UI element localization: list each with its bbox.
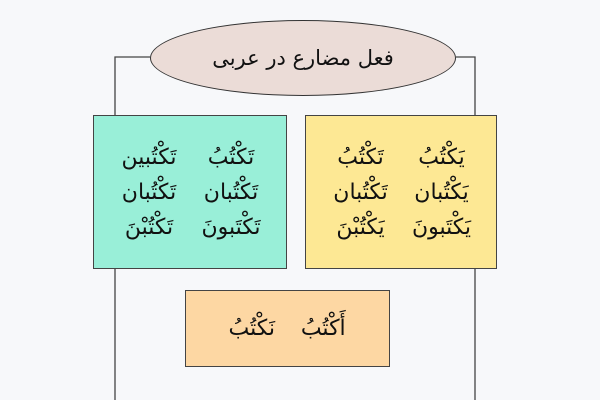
third-person-box: يَكْتُبُ تَكْتُبُ يَكْتُبان تَكْتُبان يَ… (305, 115, 497, 269)
verb-form: تَكْتُبْنَ (124, 214, 174, 240)
verb-form: تَكْتُبان (333, 179, 388, 205)
verb-form: تَكْتُبُ (207, 144, 255, 170)
verb-form: تَكْتُبُ (337, 144, 384, 170)
verb-form: تَكْتُبان (203, 179, 259, 205)
verb-form: نَكْتُبُ (228, 316, 275, 341)
second-person-box: تَكْتُبُ تَكْتُبين تَكْتُبان تَكْتُبان ت… (93, 115, 287, 269)
verb-form: يَكْتُبُ (418, 144, 465, 170)
verb-form: يَكْتُبان (414, 179, 469, 205)
first-person-box: أَكْتُبُ نَكْتُبُ (185, 290, 390, 367)
verb-form: تَكْتَبونَ (201, 214, 261, 240)
verb-form: يَكْتُبْنَ (336, 214, 385, 240)
verb-form: تَكْتُبان (121, 179, 177, 205)
title: فعل مضارع در عربی (212, 46, 394, 70)
verb-form: تَكْتُبين (121, 144, 177, 170)
verb-form: يَكْتَبونَ (411, 214, 472, 240)
title-node: فعل مضارع در عربی (150, 20, 456, 96)
verb-form: أَكْتُبُ (300, 316, 346, 341)
